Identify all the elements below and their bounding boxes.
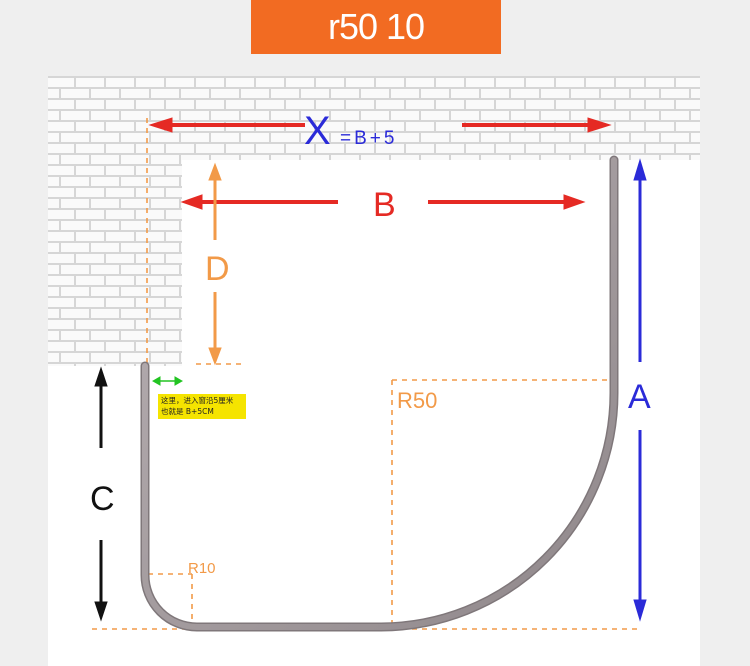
b-dimension-arrow: [180, 194, 586, 210]
x-formula-label: =B+5: [340, 128, 397, 149]
c-dimension-arrow: [94, 366, 108, 622]
x-dimension-arrow: [148, 117, 612, 133]
title-text: r50 10: [327, 6, 425, 47]
installation-note: 这里，进入窗沿5厘米 也就是 B+5CM: [158, 394, 246, 419]
r10-label: R10: [188, 560, 216, 577]
offset-arrow: [151, 376, 184, 386]
d-dimension-arrow: [208, 162, 222, 366]
a-dimension-arrow: [633, 158, 647, 622]
title-banner: r50 10: [251, 0, 501, 54]
note-line-1: 这里，进入窗沿5厘米: [161, 396, 234, 405]
r50-label: R50: [397, 388, 437, 413]
b-label: B: [373, 186, 396, 224]
d-label: D: [205, 250, 230, 288]
x-label: X: [304, 109, 331, 153]
c-label: C: [90, 480, 115, 518]
note-line-2: 也就是 B+5CM: [161, 407, 214, 416]
a-label: A: [628, 378, 651, 416]
